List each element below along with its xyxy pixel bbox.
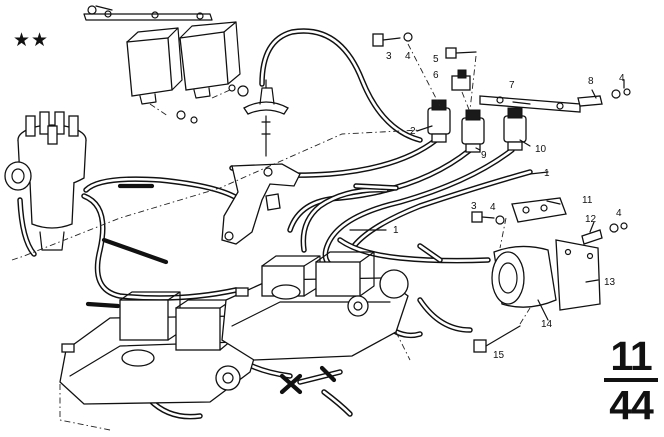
mounting-bracket: [221, 163, 301, 245]
hose-connectors: [279, 365, 337, 395]
callout-label: 7: [509, 80, 515, 91]
relay-assembly: [83, 5, 249, 124]
callout-numbers: 1 1 2 3 3 4 4 4 4 5 6 7 8 9 10 11 12 13 …: [386, 51, 625, 361]
callout-label: 13: [604, 277, 616, 288]
callout-label: 15: [493, 350, 505, 361]
callout-label: 6: [433, 70, 439, 81]
throttle-housings: [59, 251, 411, 431]
callout-label: 4: [405, 51, 411, 62]
callout-label: 14: [541, 319, 553, 330]
group-divider: [604, 378, 658, 382]
vacuum-unit: [243, 79, 289, 157]
leader-lines: [349, 79, 625, 321]
control-unit-assembly: [471, 197, 628, 353]
callout-label: 4: [490, 202, 496, 213]
callout-label: 4: [619, 73, 625, 84]
vacuum-hoses: [17, 28, 533, 420]
group-number: 11 44: [604, 333, 658, 428]
callout-label: 1: [393, 225, 399, 236]
callout-label: 12: [585, 214, 597, 225]
callout-label: 11: [582, 195, 593, 206]
callout-label: 5: [433, 54, 439, 65]
callout-label: 8: [588, 76, 594, 87]
sub-group-number: 44: [609, 382, 654, 428]
callout-label: 1: [544, 168, 550, 179]
variant-marker: ★★: [13, 29, 50, 51]
reference-line: [11, 129, 421, 261]
callout-label: 9: [481, 150, 487, 161]
fasteners: [372, 32, 631, 113]
callout-label: 2: [410, 126, 416, 137]
main-group-number: 11: [610, 333, 652, 379]
callout-label: 3: [386, 51, 392, 62]
callout-label: 4: [616, 208, 622, 219]
callout-label: 3: [471, 201, 477, 212]
distributor: [4, 111, 87, 251]
vacuum-switches: [427, 99, 527, 153]
callout-label: 10: [535, 144, 547, 155]
